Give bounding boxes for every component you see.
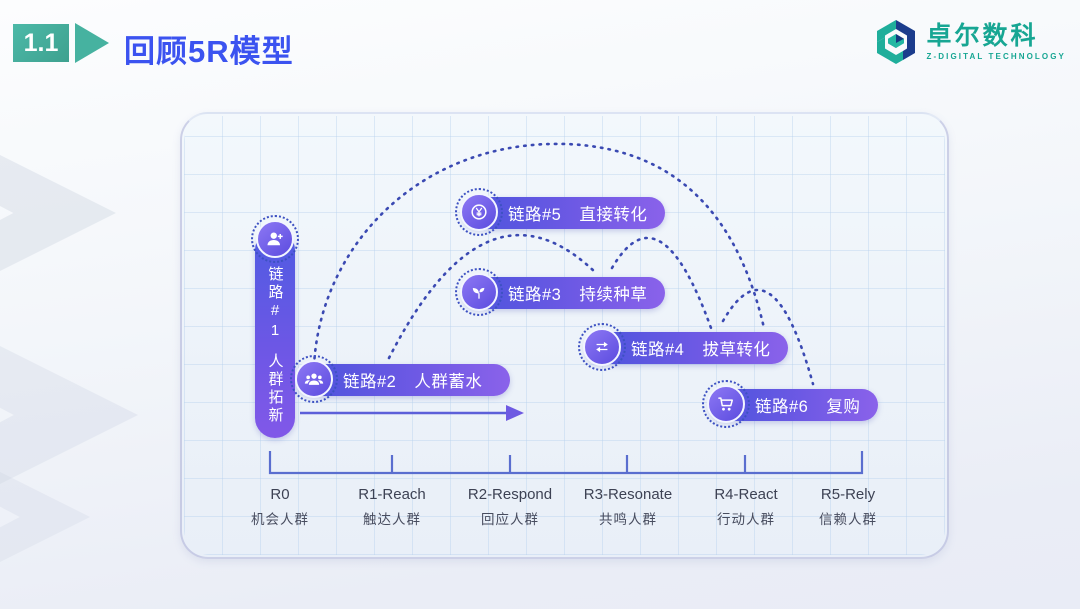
stage-en-label: R4-React — [714, 486, 778, 503]
stage-en-label: R1-Reach — [358, 486, 426, 503]
chain-desc: 直接转化 — [579, 206, 648, 224]
axis-stage-r0: R0 机会人群 — [220, 486, 340, 528]
logo-mark-icon — [876, 20, 915, 64]
watermark-chevron — [0, 118, 116, 308]
chain-label: 链路#3 — [508, 286, 562, 304]
chain-pill-6: 链路#6 复购 — [702, 380, 879, 428]
chain-label: 链路#4 — [631, 341, 685, 359]
section-number-badge: 1.1 — [13, 24, 69, 62]
stage-en-label: R3-Resonate — [583, 486, 673, 503]
axis-stage-r5: R5-Rely 信赖人群 — [788, 486, 908, 528]
chain-desc: 持续种草 — [579, 286, 648, 304]
cart-icon — [702, 380, 750, 428]
page-title: 回顾5R模型 — [124, 34, 294, 69]
stage-cn-label: 共鸣人群 — [599, 512, 657, 527]
stage-cn-label: 机会人群 — [251, 512, 309, 527]
stage-cn-label: 回应人群 — [481, 512, 539, 527]
stage-cn-label: 信赖人群 — [819, 512, 877, 527]
sprout-icon — [455, 268, 503, 316]
users-icon — [290, 355, 338, 403]
chain-label: 链路#5 — [508, 206, 562, 224]
stage-cn-label: 行动人群 — [717, 512, 775, 527]
axis-stage-r1: R1-Reach 触达人群 — [332, 486, 452, 528]
chain-desc: 人群蓄水 — [414, 373, 483, 391]
badge-arrow-icon — [75, 23, 109, 63]
chain-pill-3: 链路#3 持续种草 — [455, 268, 666, 316]
axis-stage-r4: R4-React 行动人群 — [686, 486, 806, 528]
user-add-icon — [251, 215, 299, 263]
chain-label: 链路#6 — [755, 398, 809, 416]
chain-pill-5: 链路#5 直接转化 — [455, 188, 666, 236]
chain-desc: 人群拓新 — [266, 353, 284, 425]
axis-stage-r3: R3-Resonate 共鸣人群 — [568, 486, 688, 528]
swap-arrows-icon — [578, 323, 626, 371]
chain-pill-4: 链路#4 拔草转化 — [578, 323, 789, 371]
logo-name: 卓尔数科 — [926, 21, 1039, 50]
chain-label: 链路#1 — [266, 266, 284, 342]
chain-desc: 复购 — [826, 398, 861, 416]
coin-icon — [455, 188, 503, 236]
logo-tagline: Z-DIGITAL TECHNOLOGY — [926, 52, 1066, 62]
chain-pill-2: 链路#2 人群蓄水 — [290, 355, 510, 403]
stage-en-label: R0 — [270, 486, 290, 503]
stage-cn-label: 触达人群 — [363, 512, 421, 527]
chain-desc: 拔草转化 — [702, 341, 771, 359]
company-logo: 卓尔数科 Z-DIGITAL TECHNOLOGY — [873, 18, 1066, 66]
stage-en-label: R2-Respond — [467, 486, 553, 503]
stage-en-label: R5-Rely — [820, 486, 876, 503]
chain-label: 链路#2 — [343, 373, 397, 391]
chain-pill-1: 链路#1 人群拓新 — [251, 215, 299, 438]
axis-stage-r2: R2-Respond 回应人群 — [450, 486, 570, 528]
